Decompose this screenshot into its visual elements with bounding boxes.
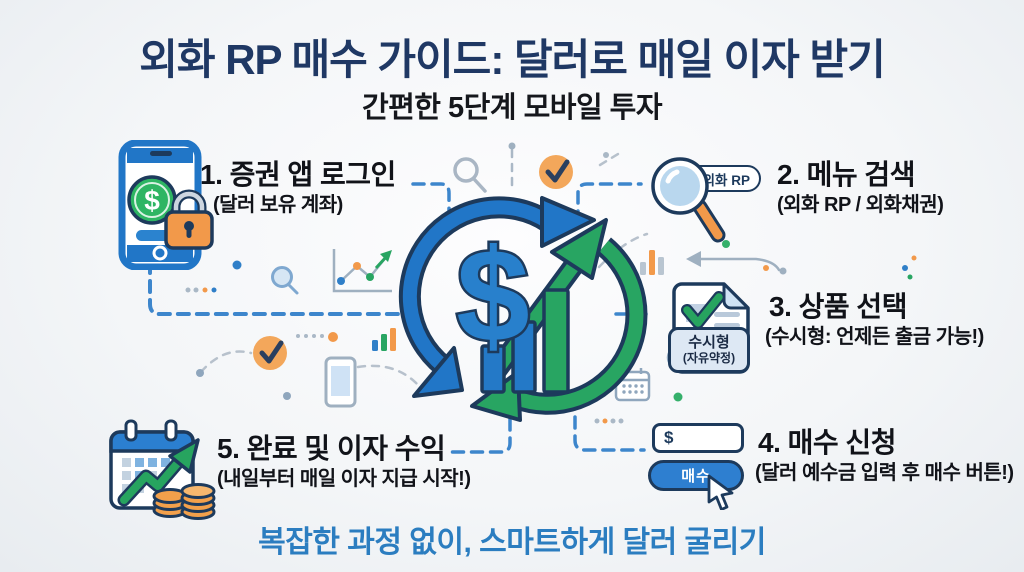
dashed-connector-lines	[148, 148, 654, 454]
step-3: 3. 상품 선택 (수시형: 언제든 출금 가능!)	[765, 290, 984, 350]
step-5-label: 5. 완료 및 이자 수익	[217, 433, 446, 464]
phone-coin-dollar-symbol: $	[144, 185, 160, 216]
step-2-label: 2. 메뉴 검색	[777, 159, 915, 190]
product-type-line2: (자유약정)	[682, 350, 736, 365]
calendar-growth-coins-icon	[109, 419, 216, 520]
connector-center-to-step5	[443, 398, 512, 454]
doodle-curve-phone	[356, 364, 421, 388]
footer-tagline: 복잡한 과정 없이, 스마트하게 달러 굴리기	[258, 526, 766, 559]
left-arrow-doodle-icon	[686, 251, 787, 275]
amount-input-prefix: $	[664, 428, 674, 447]
step-4-label: 4. 매수 신청	[758, 427, 896, 458]
connector-center-to-step2	[576, 182, 643, 224]
check-circle-icon	[539, 155, 573, 189]
doodle-curve-right	[597, 232, 649, 269]
buy-button: 매수	[648, 460, 744, 491]
step-4: 4. 매수 신청 (달러 예수금 입력 후 매수 버튼!)	[755, 426, 1014, 486]
step-5-note: (내일부터 매일 이자 지급 시작!)	[217, 468, 471, 490]
connector-center-to-step4	[573, 396, 646, 452]
magnifier-doodle-icon	[453, 157, 487, 193]
scatter-dots	[185, 142, 917, 424]
step-5: 5. 완료 및 이자 수익 (내일부터 매일 이자 지급 시작!)	[217, 432, 471, 492]
step-1: 1. 증권 앱 로그인 (달러 보유 계좌)	[200, 158, 396, 218]
check-circle-icon	[253, 336, 287, 370]
search-tag-text: 외화 RP	[702, 172, 750, 188]
gray-doodle-curves	[199, 149, 649, 388]
dollar-cycle-growth-icon: $	[398, 196, 648, 422]
doodle-diagonal	[598, 149, 625, 167]
page-subtitle: 간편한 5단계 모바일 투자	[361, 92, 663, 124]
center-dollar-symbol: $	[456, 222, 529, 369]
cursor-icon	[707, 474, 734, 510]
buy-button-label: 매수	[681, 468, 711, 485]
phone-doodle-icon	[324, 356, 357, 408]
product-type-line1: 수시형	[688, 334, 730, 352]
step-3-label: 3. 상품 선택	[769, 291, 907, 322]
product-type-tag: 수시형 (자유약정)	[668, 327, 750, 373]
step-1-label: 1. 증권 앱 로그인	[200, 159, 396, 190]
step-1-note: (달러 보유 계좌)	[213, 194, 343, 216]
amount-input-field: $	[652, 423, 744, 453]
step-2-note: (외화 RP / 외화채권)	[777, 194, 944, 216]
phone-lock-dollar-icon: $	[118, 140, 214, 270]
mini-bar-chart-icon	[372, 328, 396, 351]
connector-step1-down-to-center	[148, 241, 406, 316]
mini-bar-chart-icon	[640, 250, 664, 275]
magnifier-icon	[651, 157, 726, 243]
step-2: 2. 메뉴 검색 (외화 RP / 외화채권)	[777, 158, 944, 218]
connector-step1-to-center	[411, 182, 451, 226]
line-chart-doodle-icon	[332, 249, 392, 293]
doodle-curve-left	[199, 350, 253, 374]
magnifier-small-doodle-icon	[271, 266, 299, 295]
page-title: 외화 RP 매수 가이드: 달러로 매일 이자 받기	[139, 36, 886, 83]
step-3-note: (수시형: 언제든 출금 가능!)	[765, 326, 984, 348]
step-4-note: (달러 예수금 입력 후 매수 버튼!)	[755, 462, 1014, 484]
